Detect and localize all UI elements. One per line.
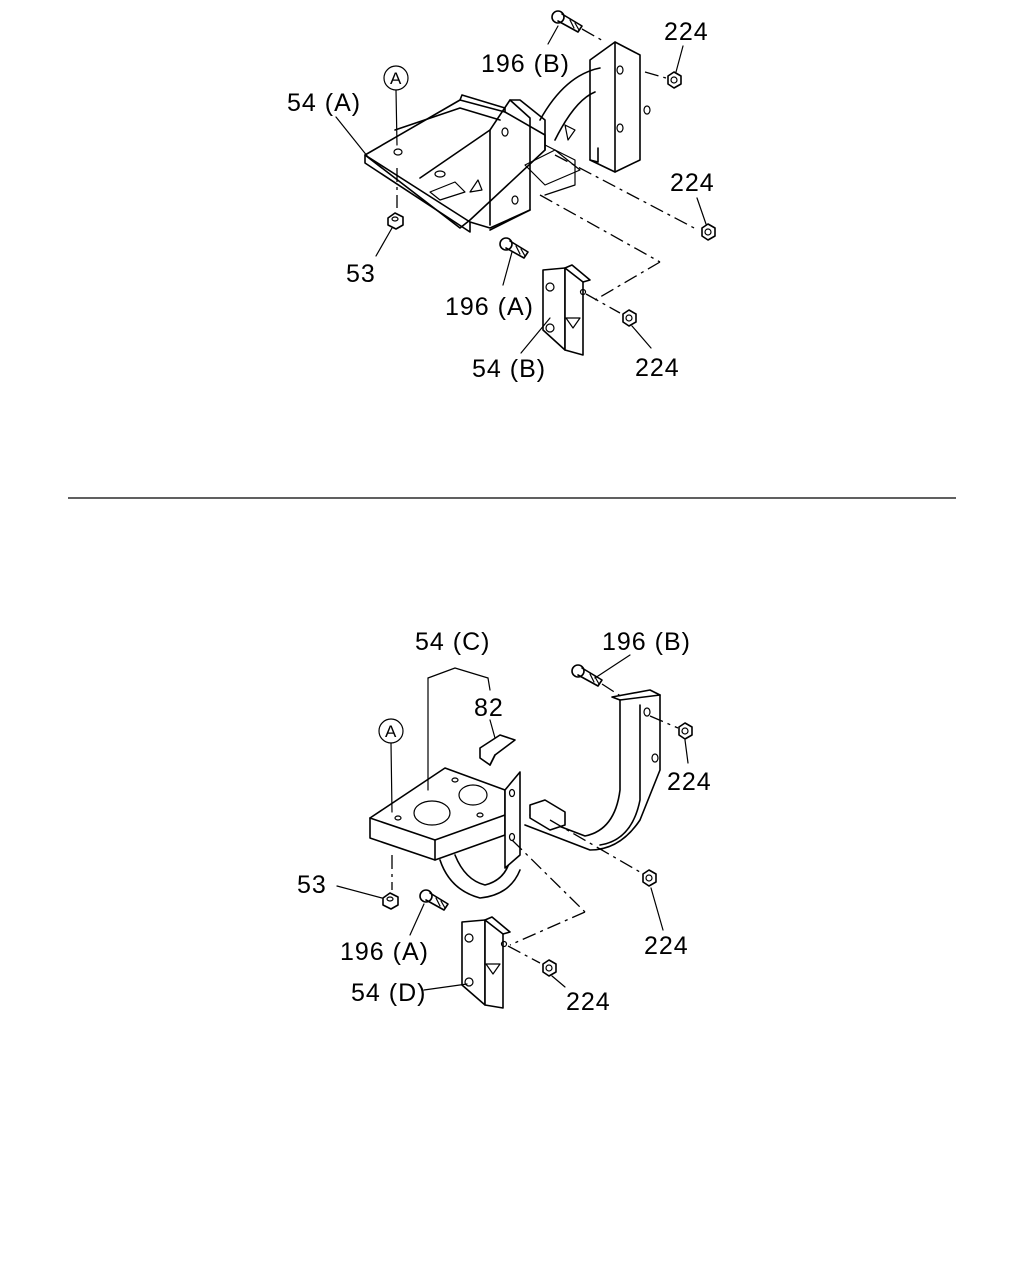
label-224-mid: 224 bbox=[644, 932, 689, 960]
label-224-right: 224 bbox=[670, 169, 715, 197]
nut-224-upper bbox=[649, 715, 693, 740]
reference-marker-a-bottom bbox=[378, 718, 404, 813]
bracket-54c bbox=[369, 767, 521, 899]
nut-224-bottom bbox=[507, 945, 557, 977]
label-54d: 54 (D) bbox=[351, 979, 426, 1007]
diagram-bottom: 54 (C) 196 (B) 82 A 224 53 224 196 (A) 5… bbox=[297, 628, 712, 1016]
support-bracket-rear bbox=[524, 689, 661, 851]
label-54b: 54 (B) bbox=[472, 355, 546, 383]
bolt-196a-bottom bbox=[419, 889, 449, 911]
label-196a: 196 (A) bbox=[445, 293, 534, 321]
leader-lines-bottom bbox=[336, 654, 689, 991]
label-196a-bottom: 196 (A) bbox=[340, 938, 429, 966]
label-224-top: 224 bbox=[664, 18, 709, 46]
centerline-top-1 bbox=[539, 194, 661, 263]
mounting-plate-rear bbox=[524, 41, 651, 186]
clip-82 bbox=[479, 734, 516, 766]
label-82: 82 bbox=[474, 694, 504, 722]
bracket-54b bbox=[542, 264, 591, 356]
label-196b: 196 (B) bbox=[481, 50, 570, 78]
centerline-top-2 bbox=[594, 261, 661, 301]
nut-224-mid bbox=[549, 819, 657, 887]
nut-53-top bbox=[387, 168, 404, 230]
bolt-196b bbox=[551, 10, 606, 43]
label-a-marker: A bbox=[390, 69, 402, 88]
leader-54c-bracket bbox=[427, 667, 491, 791]
label-54a: 54 (A) bbox=[287, 89, 361, 117]
diagram-top: 196 (B) 224 54 (A) A 224 53 196 (A) 54 (… bbox=[287, 10, 716, 383]
label-224-upper: 224 bbox=[667, 768, 712, 796]
centerline-bottom-1 bbox=[511, 839, 586, 913]
bracket-54a bbox=[364, 94, 576, 233]
label-224-lower: 224 bbox=[635, 354, 680, 382]
bolt-196a bbox=[499, 237, 529, 259]
leader-lines-top bbox=[335, 25, 707, 354]
label-53: 53 bbox=[346, 260, 376, 288]
reference-marker-a-top bbox=[383, 65, 409, 146]
nut-224-top bbox=[644, 71, 682, 89]
nut-53-bottom bbox=[382, 855, 399, 910]
centerline-bottom-2 bbox=[509, 911, 586, 946]
label-54c: 54 (C) bbox=[415, 628, 490, 656]
label-224-bottom: 224 bbox=[566, 988, 611, 1016]
bolt-196b-bottom bbox=[571, 664, 623, 698]
bracket-54d bbox=[461, 916, 511, 1009]
label-a-marker-bottom: A bbox=[385, 722, 397, 741]
nut-224-lower bbox=[585, 293, 637, 327]
nut-224-right bbox=[554, 154, 716, 241]
label-196b-bottom: 196 (B) bbox=[602, 628, 691, 656]
label-53-bottom: 53 bbox=[297, 871, 327, 899]
